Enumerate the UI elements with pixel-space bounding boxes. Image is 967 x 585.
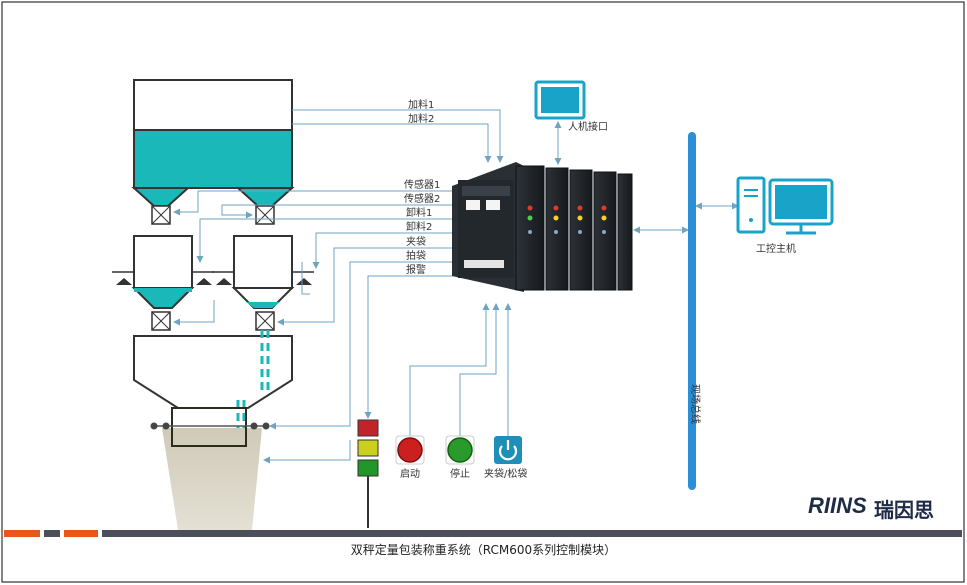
brand-logo: RIINS	[808, 493, 867, 518]
label-industrial-pc: 工控主机	[756, 244, 796, 255]
feed-valve-2	[255, 205, 275, 225]
footer-bar	[4, 530, 962, 537]
label-clamp-bag: 夹袋	[406, 237, 426, 248]
feed-valve-1	[151, 205, 171, 225]
silo	[131, 79, 295, 207]
label-pat-bag: 拍袋	[406, 251, 426, 262]
discharge-valve-1	[151, 311, 171, 331]
label-discharge-1: 卸料1	[406, 208, 433, 219]
hmi-monitor-icon	[534, 80, 586, 120]
weigh-hopper-1	[112, 235, 214, 309]
bag	[162, 428, 262, 530]
start-button[interactable]	[395, 435, 425, 465]
label-feed-1: 加料1	[408, 100, 435, 111]
weigh-hopper-2	[212, 235, 314, 309]
label-feed-2: 加料2	[408, 114, 435, 125]
label-discharge-2: 卸料2	[406, 222, 433, 233]
stop-button[interactable]	[445, 435, 475, 465]
label-clamp-toggle: 夹袋/松袋	[484, 469, 528, 480]
signal-lines	[173, 109, 739, 464]
rcm600-controller	[452, 162, 633, 292]
label-field-bus: 现场总线	[689, 384, 700, 424]
label-sensor-2: 传感器2	[404, 194, 441, 205]
label-sensor-1: 传感器1	[404, 180, 441, 191]
clamp-toggle-button[interactable]	[494, 436, 522, 464]
discharge-valve-2	[255, 311, 275, 331]
bag-clamp	[150, 407, 270, 447]
stack-light	[357, 419, 379, 528]
label-stop: 停止	[450, 469, 470, 480]
brand-name: 瑞因思	[874, 498, 934, 522]
footer-title: 双秤定量包装称重系统（RCM600系列控制模块）	[350, 543, 617, 557]
label-start: 启动	[400, 469, 420, 480]
label-hmi: 人机接口	[568, 122, 608, 133]
industrial-pc-icon	[736, 176, 834, 235]
collecting-hopper	[133, 335, 293, 409]
label-alarm: 报警	[406, 265, 426, 276]
